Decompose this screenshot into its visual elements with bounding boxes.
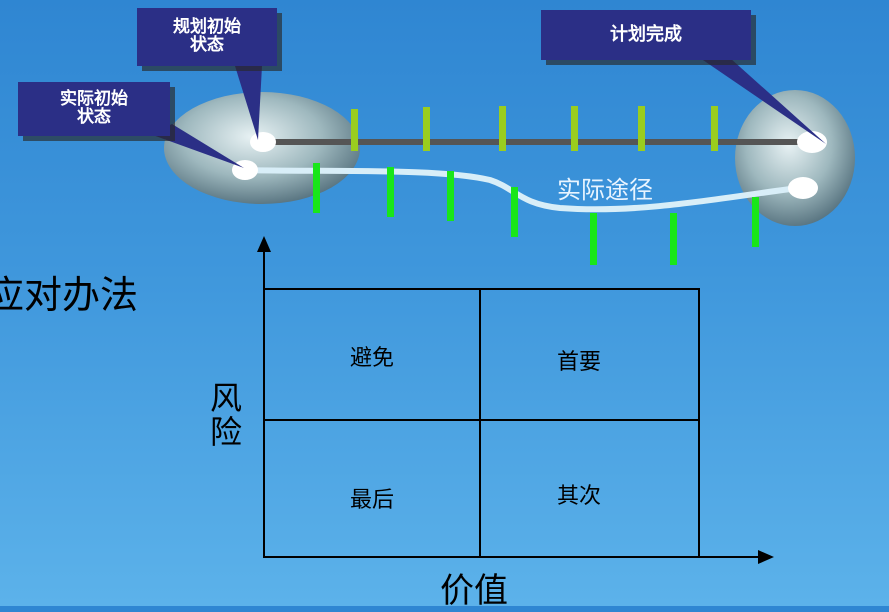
actual-marker: [387, 167, 394, 217]
actual-marker: [670, 213, 677, 265]
actual-marker: [511, 187, 518, 237]
y-axis-label: 风 险: [208, 379, 244, 451]
y-axis-label-line1: 风: [209, 379, 242, 417]
planned-marker: [499, 106, 506, 151]
actual-path-line: [241, 167, 808, 213]
planned-marker: [351, 109, 358, 151]
matrix-grid: [263, 288, 700, 558]
matrix-cell-avoid: 避免: [350, 346, 395, 371]
planned-start-dot: [250, 132, 276, 152]
actual-marker: [752, 197, 759, 247]
plan-start-callout: 规划初始 状态: [137, 8, 277, 66]
side-heading-text: 应对办法: [0, 273, 139, 317]
plan-done-pointer: [700, 58, 826, 144]
plan-start-callout-line2: 状态: [190, 35, 224, 55]
planned-marker: [638, 106, 645, 151]
planned-marker: [711, 106, 718, 151]
actual-marker: [313, 163, 320, 213]
actual-path-label: 实际途径: [557, 176, 653, 204]
y-axis-label-line2: 险: [209, 412, 242, 451]
plan-start-pointer: [235, 66, 262, 140]
planned-end-dot: [797, 131, 827, 153]
plan-start-callout-line1: 规划初始: [173, 17, 241, 38]
actual-start-pointer: [150, 124, 244, 168]
actual-start-callout-line2: 状态: [77, 107, 111, 127]
actual-start-callout-line1: 实际初始: [60, 89, 128, 110]
y-axis-arrow: [257, 236, 271, 252]
matrix-cell-last: 最后: [350, 488, 395, 513]
actual-start-callout: 实际初始 状态: [18, 82, 170, 136]
risk-value-matrix: [257, 236, 774, 564]
x-axis-arrow: [758, 550, 774, 564]
matrix-cell-secondary: 其次: [557, 484, 602, 509]
actual-marker: [447, 171, 454, 221]
plan-done-callout: 计划完成: [541, 10, 751, 60]
actual-end-dot: [788, 177, 818, 199]
actual-marker: [590, 213, 597, 265]
matrix-cell-primary: 首要: [557, 350, 602, 375]
x-axis-label: 价值: [440, 571, 508, 611]
planned-marker: [571, 106, 578, 151]
actual-start-dot: [232, 160, 258, 180]
plan-done-callout-label: 计划完成: [610, 23, 682, 45]
planned-marker: [423, 107, 430, 151]
